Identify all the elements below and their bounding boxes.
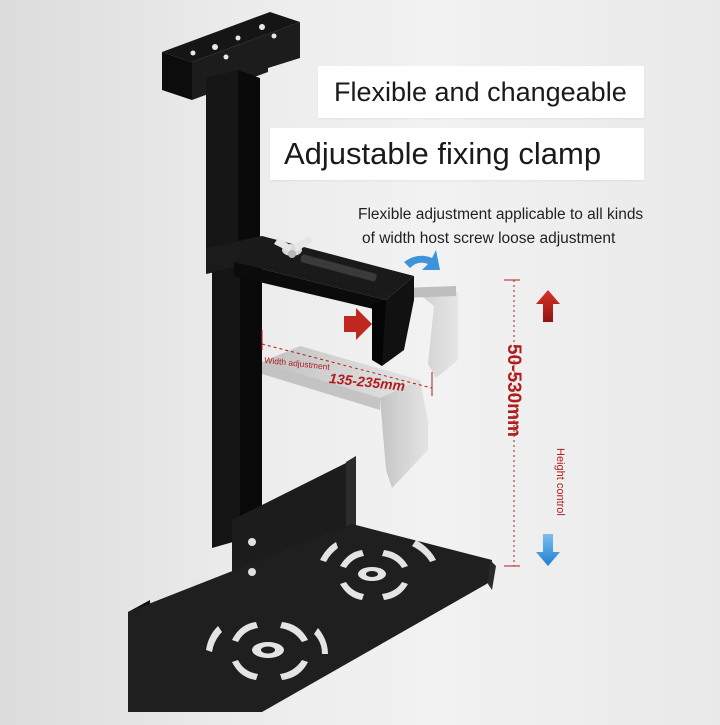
inner-tube — [206, 236, 262, 548]
headline-banner-top: Flexible and changeable — [318, 66, 644, 118]
headline-banner-main: Adjustable fixing clamp — [270, 128, 644, 180]
up-arrow-icon — [536, 290, 560, 322]
vent-pattern — [320, 540, 436, 600]
ghost-clamp-lower — [262, 346, 428, 488]
height-control-label: Height control — [554, 448, 566, 516]
width-dimension-line — [261, 330, 433, 396]
vent-pattern — [206, 622, 328, 680]
height-control-range: 50-530mm — [503, 344, 524, 437]
push-arrow-icon — [344, 308, 372, 340]
down-arrow-icon — [536, 534, 560, 566]
headline-line-2: Adjustable fixing clamp — [284, 136, 602, 171]
curved-arrow-icon — [404, 250, 440, 270]
height-dimension-line — [504, 279, 520, 567]
headline-line-1: Flexible and changeable — [334, 77, 627, 107]
vertical-post — [206, 70, 260, 262]
description-line-1: Flexible adjustment applicable to all ki… — [358, 206, 644, 223]
shelf-base — [128, 456, 496, 712]
description-line-2: of width host screw loose adjustment — [362, 230, 616, 247]
adjustable-clamp — [234, 236, 414, 366]
